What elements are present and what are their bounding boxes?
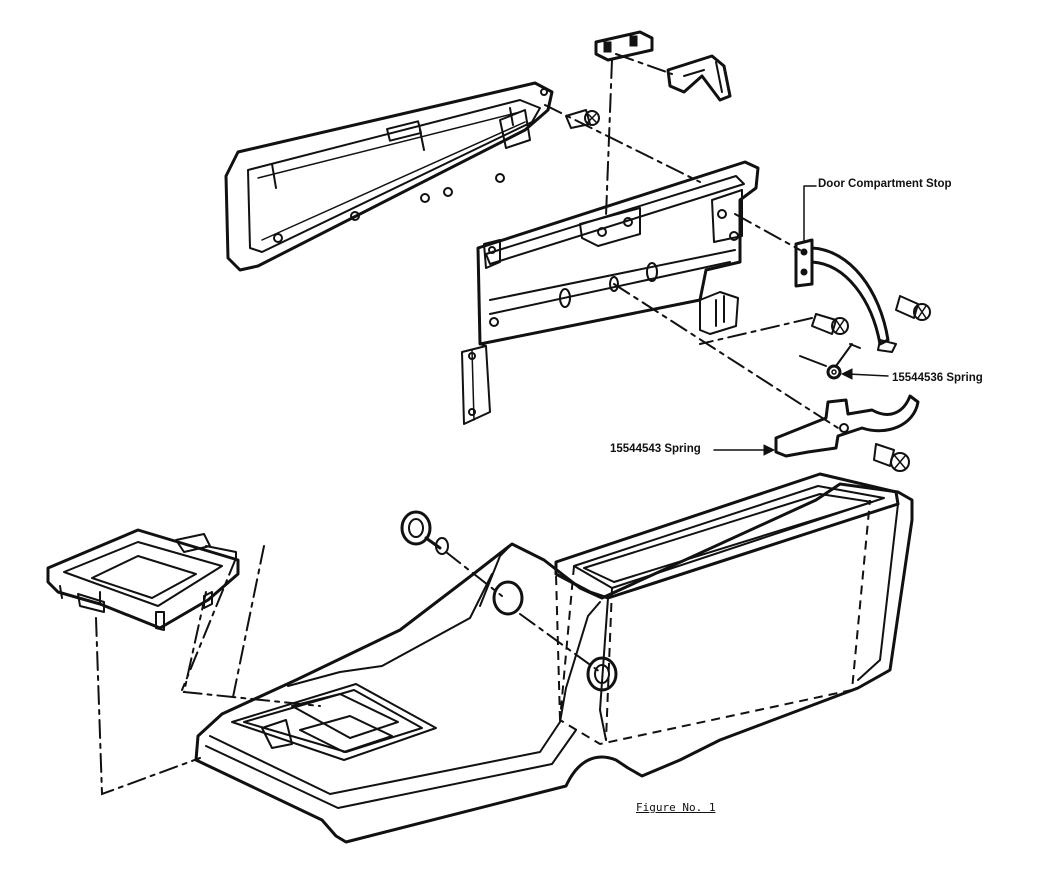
- ash-tray: [46, 528, 240, 631]
- align-dash-panel-stop: [734, 213, 801, 251]
- hinge-panel: [461, 160, 760, 425]
- tray-dash-1: [95, 617, 201, 796]
- align-dash-lid-panel: [544, 104, 701, 183]
- lid-screw: [565, 109, 600, 129]
- console-knob: [400, 510, 449, 555]
- latch-dash-2: [615, 53, 673, 75]
- latch-clip: [666, 54, 732, 102]
- spring-lower-arrowhead: [763, 444, 776, 456]
- tray-dash-4: [181, 557, 237, 691]
- latch-block: [594, 30, 654, 62]
- figure-caption: Figure No. 1: [636, 801, 716, 814]
- door-compartment-stop: [794, 238, 897, 353]
- panel-screw: [811, 313, 849, 335]
- label-spring-15544543: 15544543 Spring: [610, 443, 701, 455]
- spring-15544543: [774, 394, 920, 458]
- label-door-compartment-stop: Door Compartment Stop: [818, 178, 952, 190]
- tray-dash-2: [182, 591, 321, 707]
- bracket-screw: [873, 443, 910, 472]
- tray-dash-3: [231, 545, 265, 703]
- door-stop-leader: [803, 185, 817, 241]
- align-dash-panel-spring: [613, 283, 839, 429]
- spring-upper-arrow-line: [847, 373, 889, 377]
- console-body: [194, 472, 914, 844]
- door-stop-screw: [895, 295, 931, 321]
- armrest-lid: [224, 81, 554, 272]
- latch-dash-1: [605, 59, 613, 217]
- spring-15544536: [799, 343, 861, 380]
- label-spring-15544536: 15544536 Spring: [892, 372, 983, 384]
- panel-screw-dash: [699, 317, 813, 345]
- spring-upper-arrowhead: [840, 368, 853, 380]
